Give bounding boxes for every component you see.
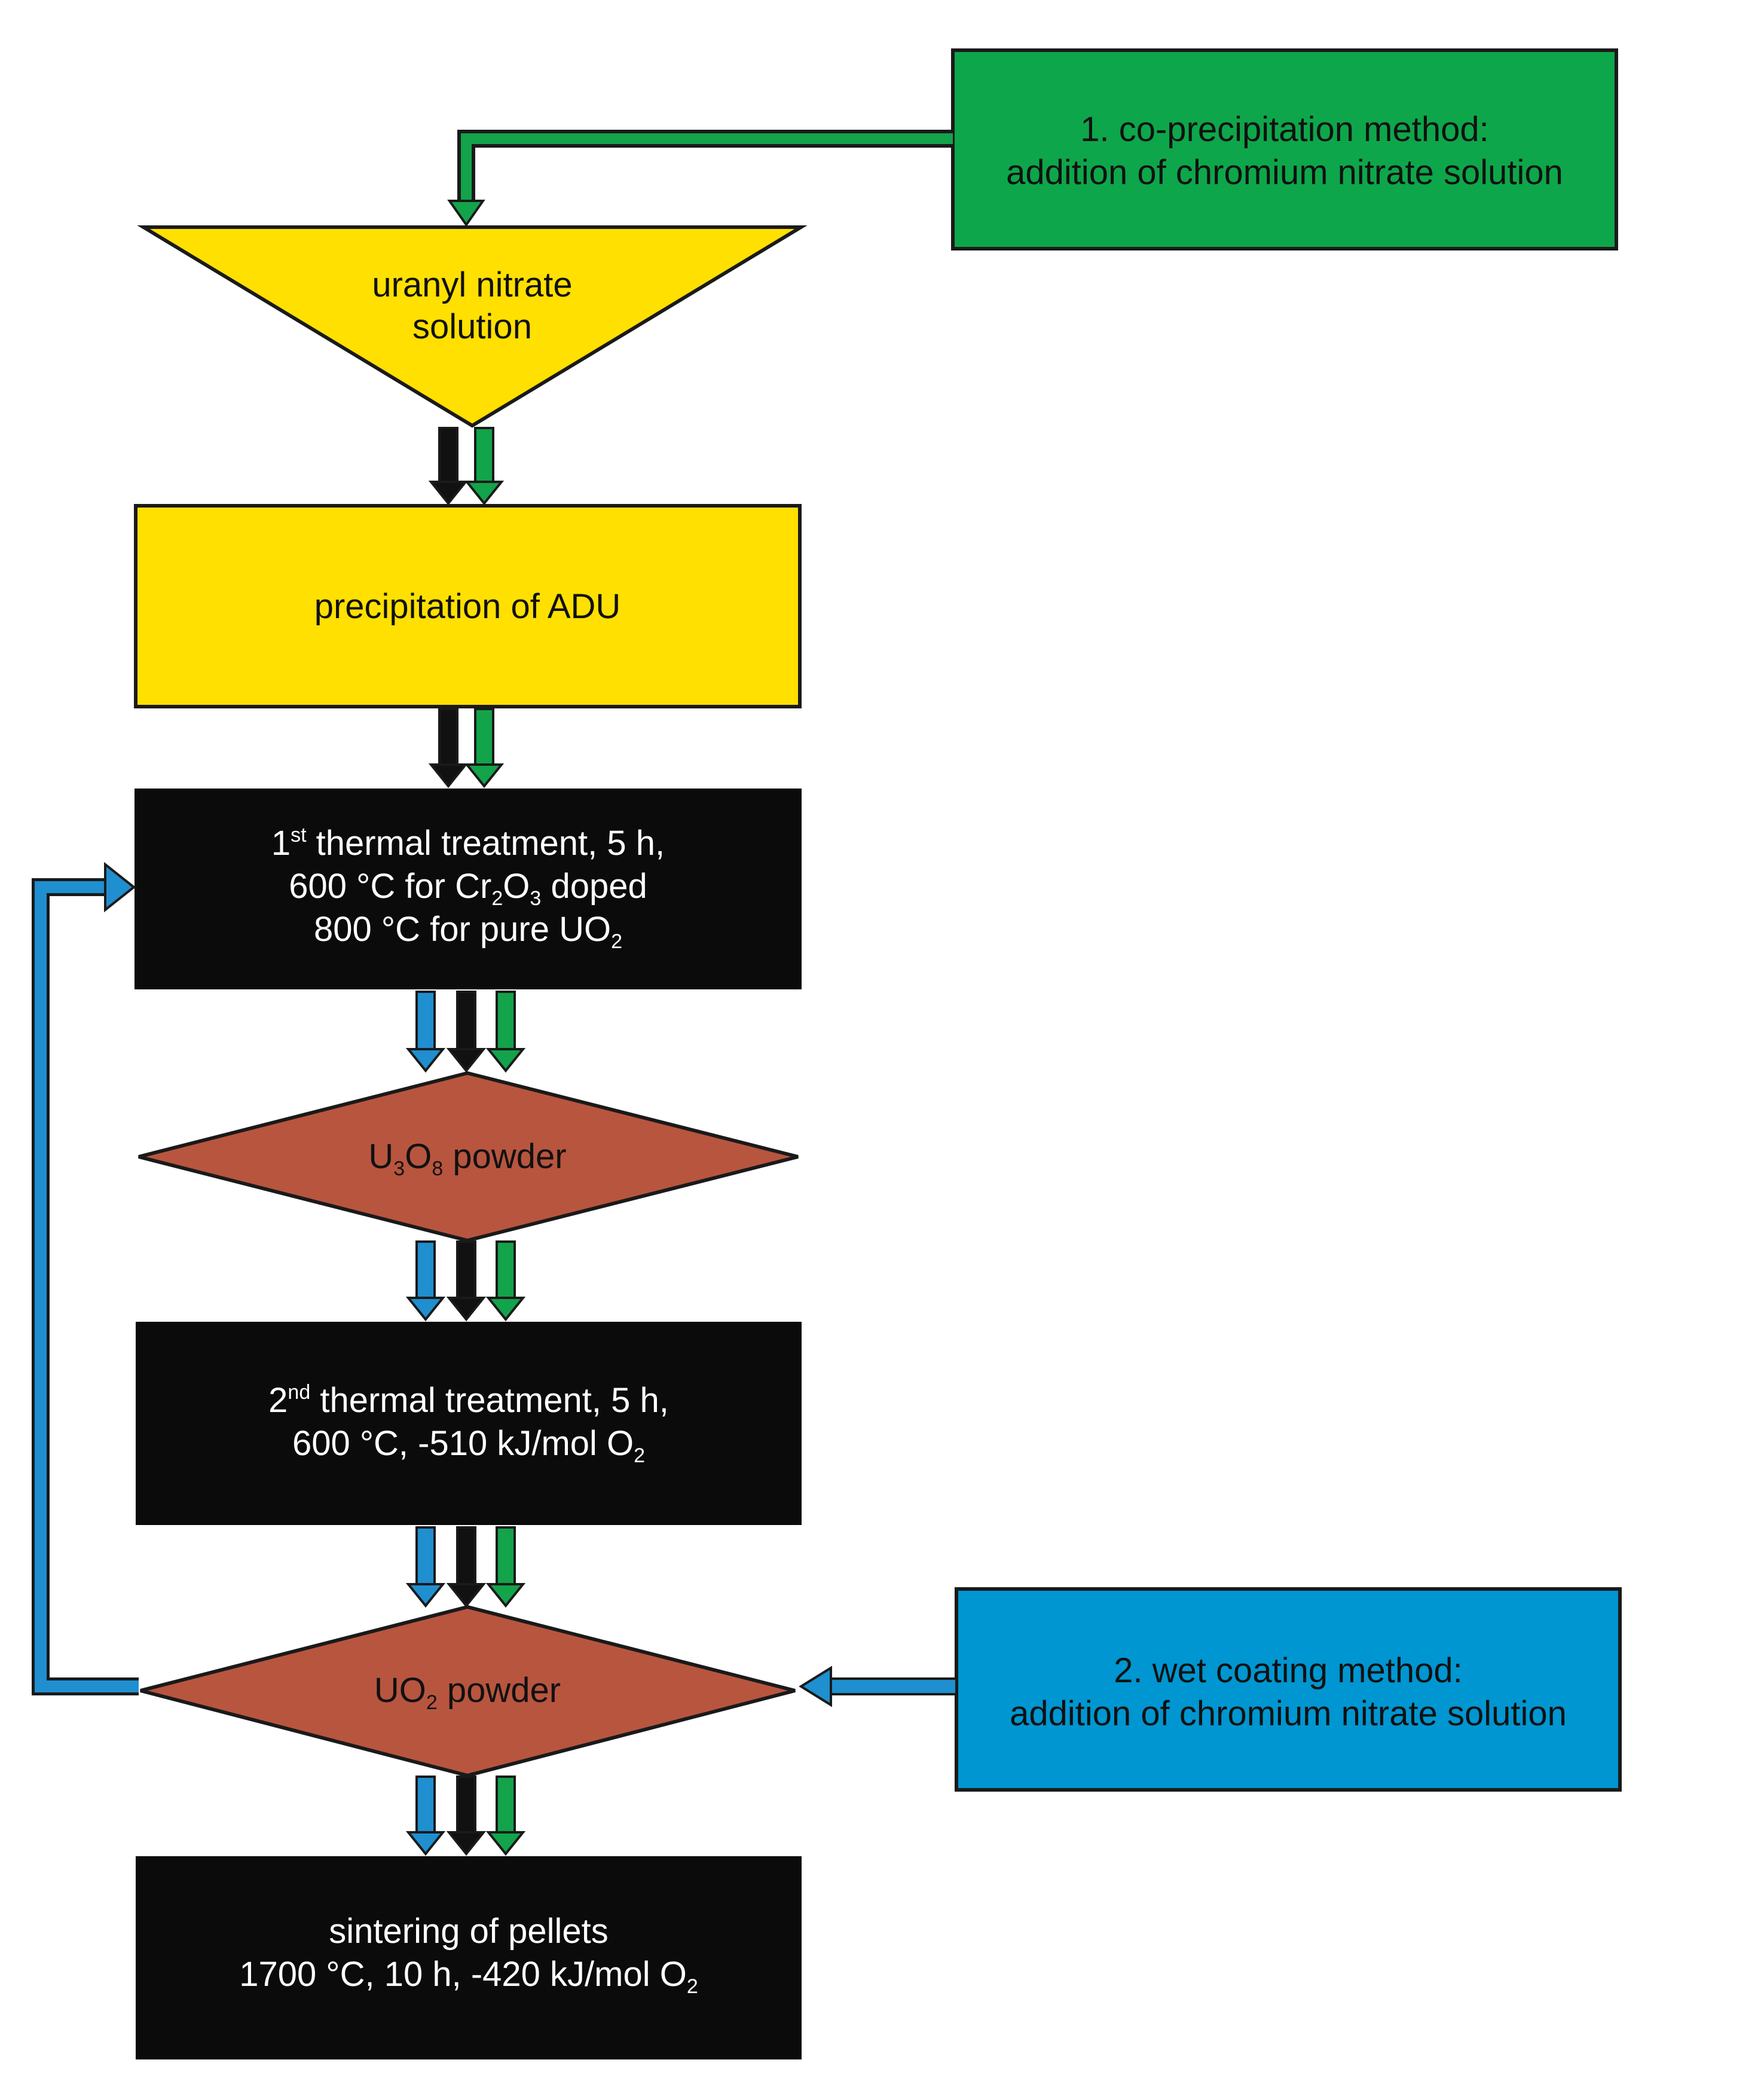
arrows-uo2-to-sintering-black: [446, 1776, 487, 1856]
thermal-treatment-2-box: 2nd thermal treatment, 5 h, 600 °C, -510…: [136, 1322, 802, 1525]
sintering-box: sintering of pellets 1700 °C, 10 h, -420…: [136, 1856, 802, 2059]
uo2-powder-diamond: UO2 powder: [140, 1605, 796, 1778]
arrows-thermal1-to-u3o8-black: [446, 991, 487, 1073]
uranyl-triangle-shape: [137, 225, 808, 428]
wet-coating-box: 2. wet coating method: addition of chrom…: [955, 1587, 1622, 1792]
sintering-line2: 1700 °C, 10 h, -420 kJ/mol O2: [239, 1955, 698, 1998]
blue-feed-arrow: [799, 1666, 958, 1707]
wet-coating-line1: 2. wet coating method:: [1114, 1651, 1463, 1690]
arrows-thermal2-to-uo2-black: [446, 1526, 487, 1608]
wet-coating-line2: addition of chromium nitrate solution: [1010, 1694, 1567, 1733]
u3o8-powder-diamond: U3O8 powder: [138, 1071, 799, 1243]
uranyl-nitrate-triangle: uranyl nitrate solution: [137, 225, 808, 428]
uo2-label: UO2 powder: [374, 1671, 561, 1714]
arrows-triangle-to-precipitation-green: [464, 427, 505, 506]
u3o8-label: U3O8 powder: [368, 1137, 566, 1180]
co-precipitation-line2: addition of chromium nitrate solution: [1006, 153, 1563, 192]
arrows-precipitation-to-thermal1-green: [464, 708, 505, 789]
flow-arrows: [405, 427, 526, 1856]
sintering-rect: [136, 1856, 802, 2059]
co-precipitation-rect: [951, 48, 1618, 250]
arrows-thermal1-to-u3o8-green: [485, 991, 526, 1073]
thermal-1-line1: 1st thermal treatment, 5 h,: [271, 824, 665, 863]
precipitation-rect: [134, 504, 802, 708]
arrows-uo2-to-sintering-green: [485, 1776, 526, 1856]
sintering-line1: sintering of pellets: [329, 1912, 608, 1951]
precipitation-box: precipitation of ADU: [134, 504, 802, 708]
arrows-uo2-to-sintering-blue: [405, 1776, 446, 1856]
co-precipitation-box: 1. co-precipitation method: addition of …: [951, 48, 1618, 250]
arrows-u3o8-to-thermal2-black: [446, 1240, 487, 1322]
arrows-u3o8-to-thermal2-blue: [405, 1240, 446, 1322]
thermal-1-line2: 600 °C for Cr2O3 doped: [289, 867, 647, 910]
arrows-thermal1-to-u3o8-blue: [405, 991, 446, 1073]
blue-recycle-arrow: [32, 861, 139, 1695]
uranyl-line1: uranyl nitrate: [372, 265, 572, 304]
green-feed-arrow: [447, 130, 953, 227]
thermal-1-line3: 800 °C for pure UO2: [314, 910, 622, 953]
thermal-2-line1: 2nd thermal treatment, 5 h,: [268, 1381, 669, 1420]
arrows-thermal2-to-uo2-blue: [405, 1526, 446, 1608]
thermal-treatment-1-box: 1st thermal treatment, 5 h, 600 °C for C…: [134, 789, 802, 989]
thermal-1-rect: [134, 789, 802, 989]
uranyl-line2: solution: [412, 307, 532, 346]
precipitation-label: precipitation of ADU: [314, 587, 621, 626]
arrows-precipitation-to-thermal1-black: [428, 708, 469, 789]
thermal-2-rect: [136, 1322, 802, 1525]
co-precipitation-line1: 1. co-precipitation method:: [1080, 110, 1488, 149]
thermal-2-line2: 600 °C, -510 kJ/mol O2: [292, 1424, 645, 1467]
arrows-u3o8-to-thermal2-green: [485, 1240, 526, 1322]
arrows-thermal2-to-uo2-green: [485, 1526, 526, 1608]
arrows-triangle-to-precipitation-black: [428, 427, 469, 506]
